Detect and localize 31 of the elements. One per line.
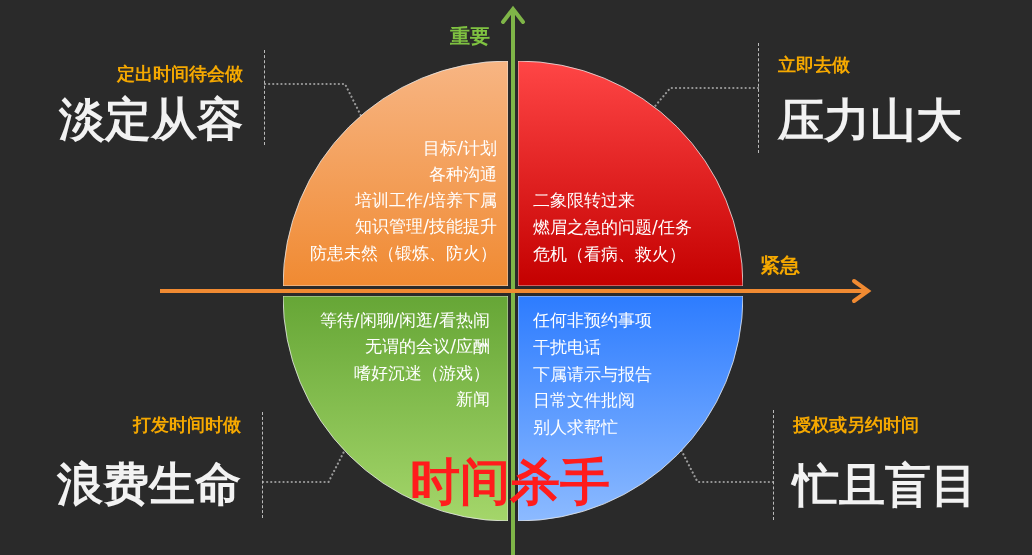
task-text: 等待/闲聊/闲逛/看热闹 [319,309,490,331]
task-text: 嗜好沉迷（游戏） [354,362,490,384]
axis-label: 重要 [450,24,490,48]
task-text: 培训工作/培养下属 [355,189,497,211]
caption-title: 浪费生命 [57,457,241,511]
caption-heading: 立即去做 [778,53,850,77]
task-text: 燃眉之急的问题/任务 [533,216,692,238]
leader-line [680,449,775,484]
caption-title: 压力山大 [778,93,962,147]
caption-heading: 定出时间待会做 [117,62,243,86]
leader-line [653,86,760,109]
task-text: 各种沟通 [429,163,497,185]
task-text: 日常文件批阅 [533,389,635,411]
leader-line [263,82,363,117]
task-text: 二象限转过来 [533,189,635,211]
caption-title: 淡定从容 [59,92,243,146]
task-text: 任何非预约事项 [533,309,652,331]
task-text: 干扰电话 [533,336,601,358]
caption-title: 忙且盲目 [793,458,977,512]
task-text: 目标/计划 [423,137,497,159]
task-text: 无谓的会议/应酬 [365,335,490,357]
task-text: 危机（看病、救火） [533,243,686,265]
task-text: 别人求帮忙 [533,416,618,438]
leader-line [261,449,346,484]
caption-heading: 授权或另约时间 [793,413,919,437]
task-text: 防患未然（锻炼、防火） [310,242,497,264]
caption-heading: 打发时间时做 [133,413,241,437]
task-text: 下属请示与报告 [533,363,652,385]
axis-label: 紧急 [760,253,800,277]
task-text: 知识管理/技能提升 [355,215,497,237]
task-text: 新闻 [456,388,490,410]
